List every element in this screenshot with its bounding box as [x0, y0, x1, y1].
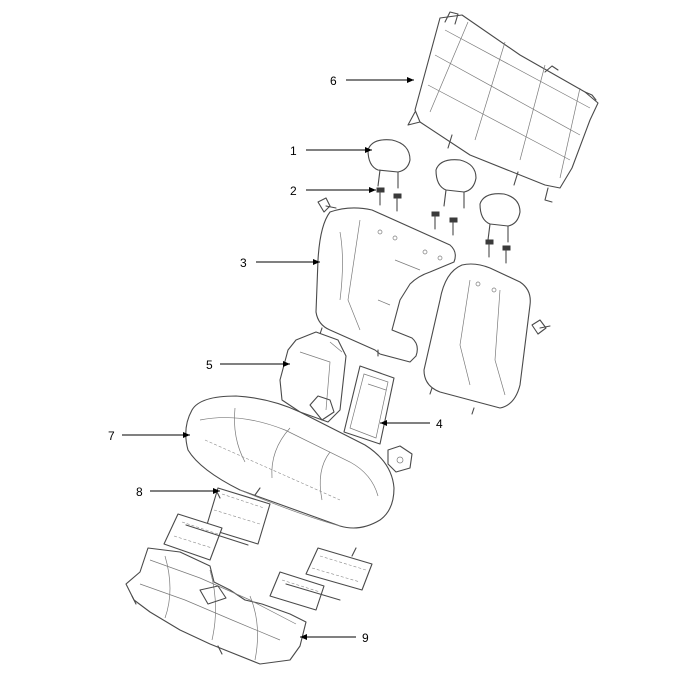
- headrest-left: [367, 139, 411, 189]
- callout-numbers: 6 1 2 3 5 4 7 8 9: [108, 74, 443, 645]
- seatback-cushion-right: [423, 263, 531, 415]
- seatback-cushion-left: [315, 207, 456, 363]
- side-hook-left: [317, 197, 337, 213]
- callout-4: 4: [436, 417, 443, 431]
- callout-5: 5: [206, 358, 213, 372]
- headrest-right: [479, 193, 521, 243]
- headrest-guides: [376, 187, 511, 264]
- callout-leaders: [122, 77, 430, 640]
- seatback-frame: [407, 11, 599, 203]
- heater-mat-left: [163, 487, 271, 561]
- callout-9: 9: [362, 631, 369, 645]
- armrest-panel: [343, 365, 395, 445]
- callout-7: 7: [108, 429, 115, 443]
- callout-1: 1: [290, 144, 297, 158]
- headrest-center: [435, 159, 477, 209]
- armrest: [279, 331, 347, 423]
- callout-8: 8: [136, 485, 143, 499]
- seat-bracket: [387, 445, 413, 473]
- callout-2: 2: [290, 184, 297, 198]
- side-hook-right: [531, 319, 551, 335]
- seat-frame: [125, 547, 307, 665]
- heater-mat-right: [269, 547, 373, 611]
- seat-cushion: [185, 395, 395, 529]
- callout-6: 6: [330, 74, 337, 88]
- callout-3: 3: [240, 256, 247, 270]
